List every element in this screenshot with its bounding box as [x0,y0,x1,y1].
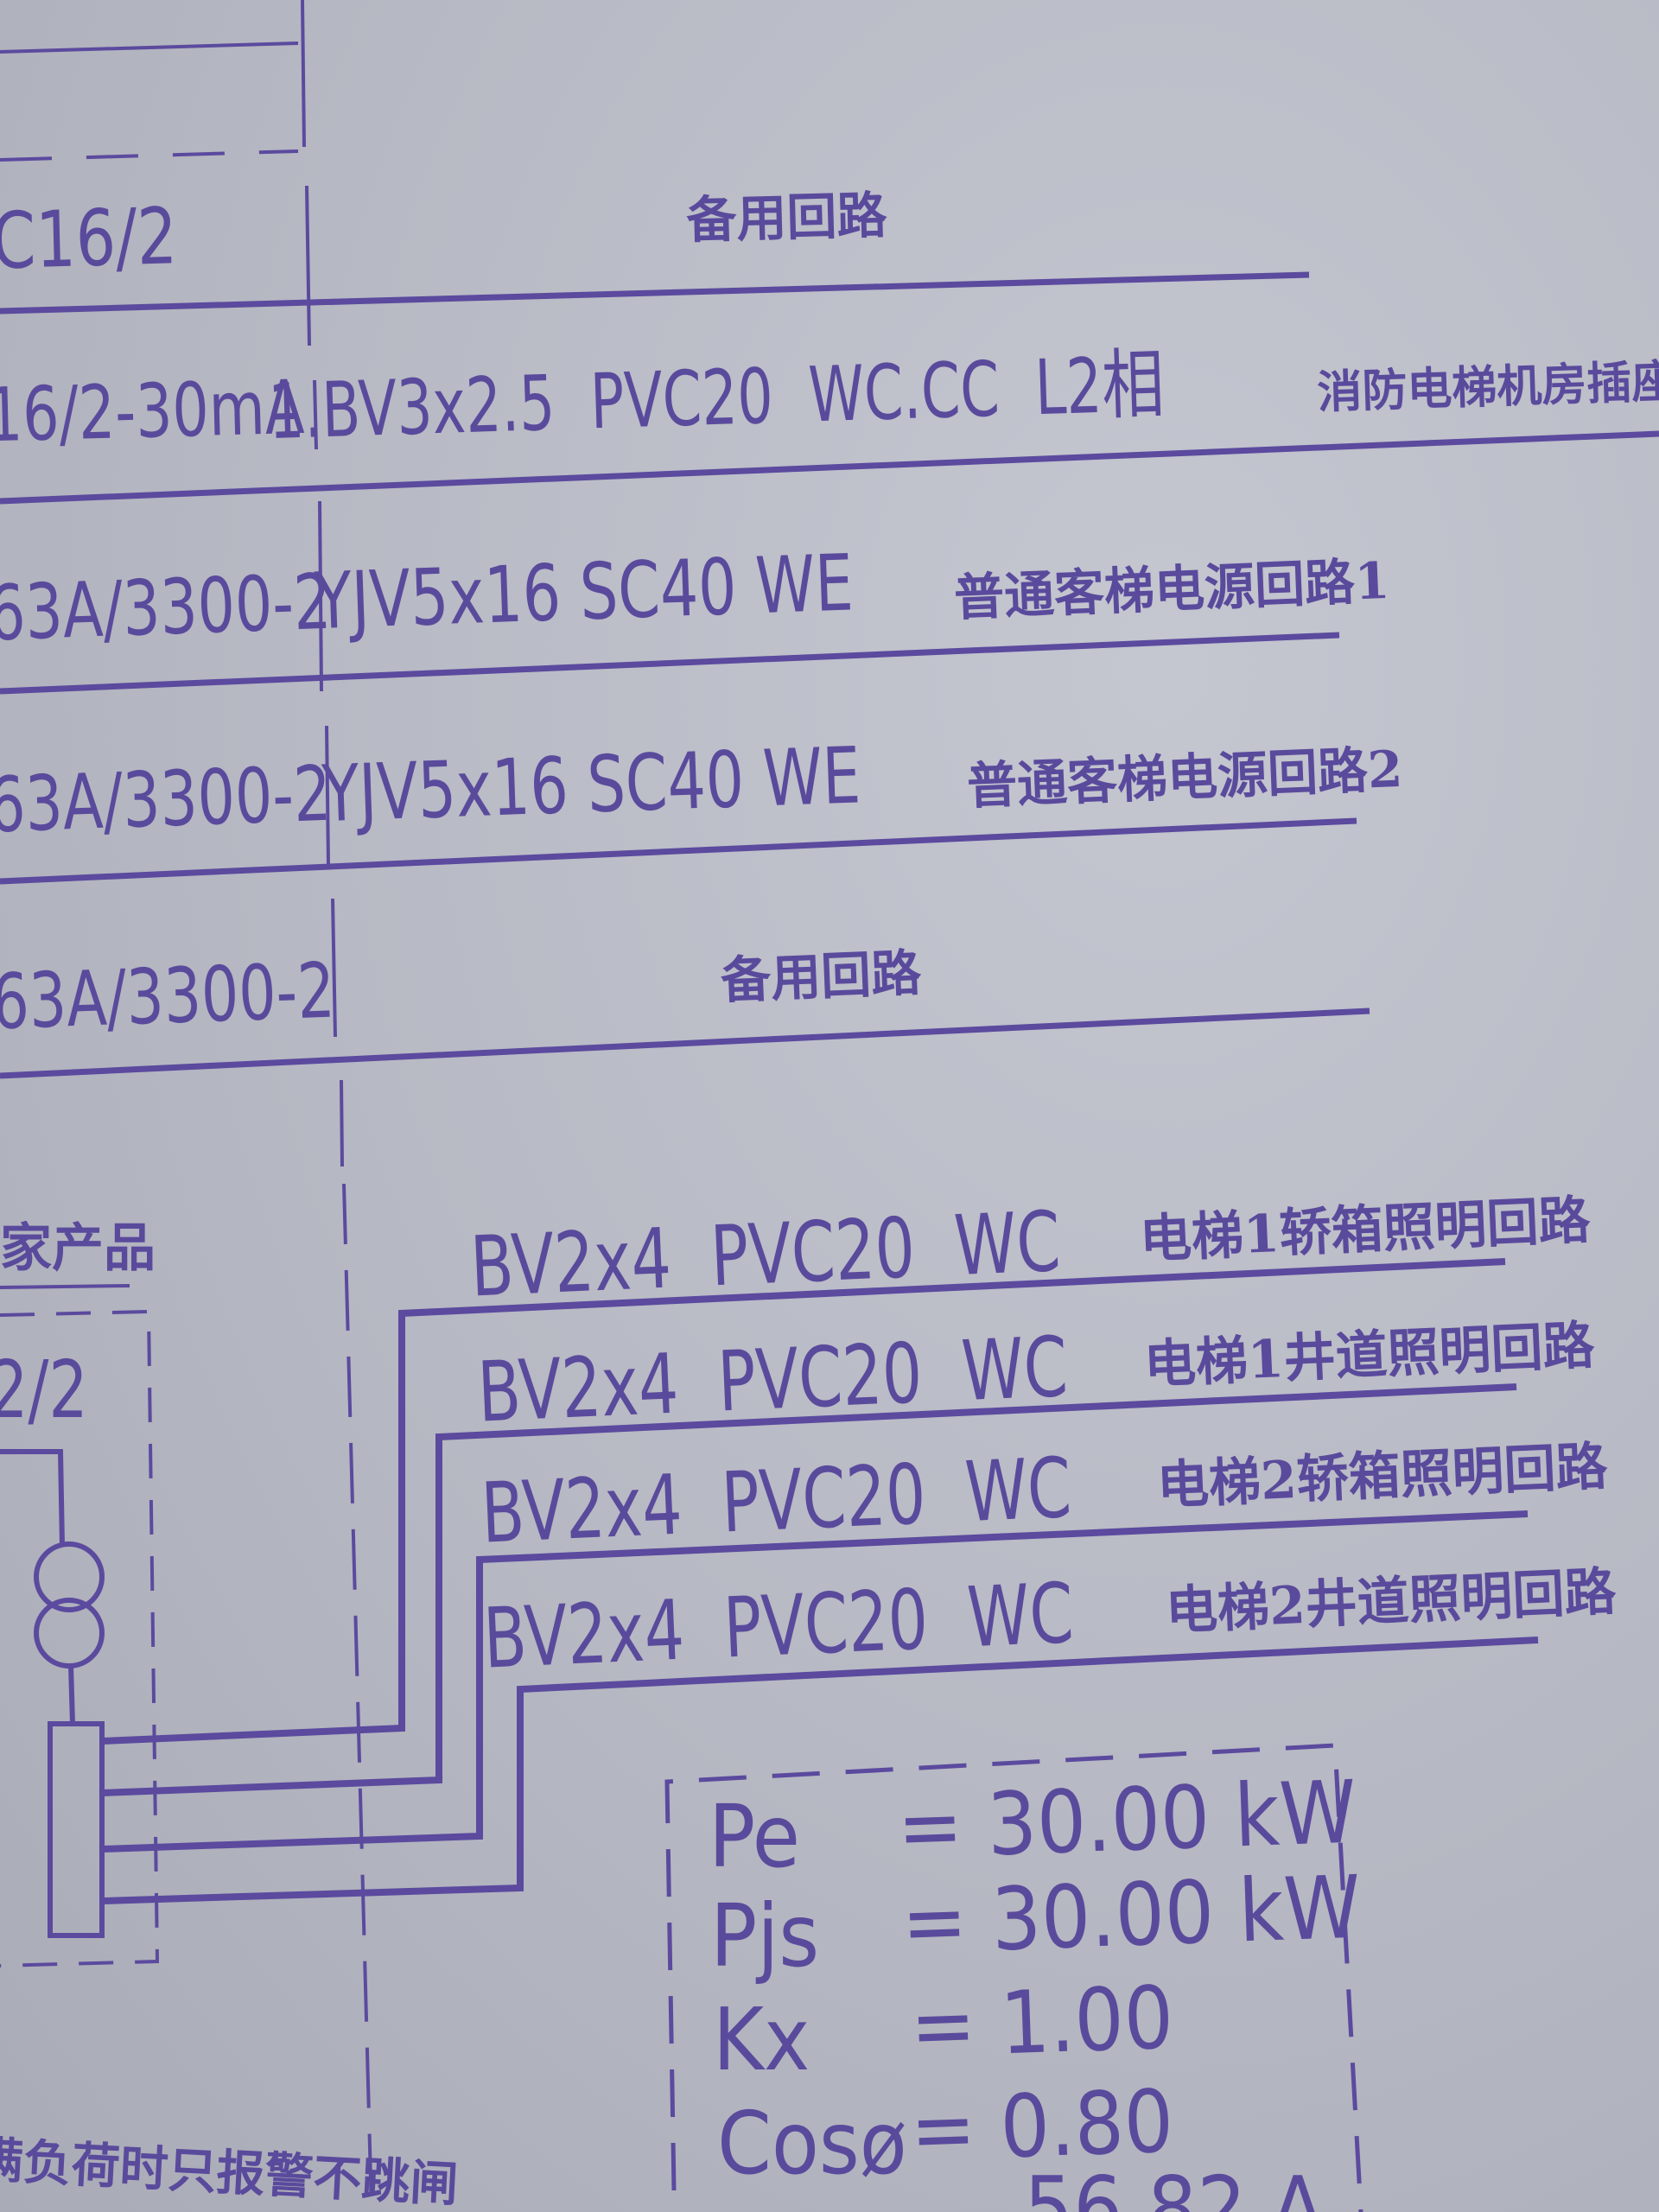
load-row-pjs: Pjs = 30.00 kW [710,1857,1363,1986]
breaker-spec: 63A/3300-2 [0,558,333,658]
load-value: = 0.80 [909,2070,1175,2181]
circuit-row-4: 63A/3300-2 备用回路 [0,944,923,1047]
breaker-spec: 63A/3300-2 [0,750,333,850]
circuit-row-0: C16/2 备用回路 [0,186,888,288]
load-row-pe: Pe = 30.00 kW [709,1762,1358,1887]
lighting-transformer-block: 家产品 2/2 满负荷时只报警不跳闸 [0,1218,460,2212]
load-symbol: Cosø [717,2093,907,2194]
cable-spec: BV2x4 PVC20 WC [480,1440,1073,1561]
cable-spec: YJV5x16 SC40 WE [320,730,861,840]
load-summary-box: Pe = 30.00 kW Pjs = 30.00 kW Kx = 1.00 C… [664,1743,1363,2212]
lighting-circuit-2: BV2x4 PVC20 WC 电梯2轿箱照明回路 [480,1436,1610,1561]
breaker-column-divider [301,0,344,1167]
load-value: = 1.00 [909,1967,1175,2077]
circuit-label: 消防电梯机房插座回路 [1316,353,1659,419]
circuit-label: 电梯2井道照明回路 [1165,1561,1618,1642]
block-note: 满负荷时只报警不跳闸 [0,2132,460,2212]
circuit-row-3: 63A/3300-2 YJV5x16 SC40 WE 普通客梯电源回路2 [0,730,1404,850]
circuit-label: 电梯1井道照明回路 [1143,1315,1597,1395]
block-title: 家产品 [0,1218,156,1279]
block-rating: 2/2 [0,1344,88,1436]
circuit-row-1: 16/2-30mA 1.BV3x2.5 PVC20 WC.CC L2相 消防电梯… [0,340,1659,459]
circuit-label: 备用回路 [720,944,924,1010]
circuit-label: 普通客梯电源回路2 [966,740,1404,816]
lighting-feeders [101,1258,1539,1904]
load-row-kx: Kx = 1.00 [713,1967,1175,2090]
transformer-coil-top [34,1541,105,1612]
lighting-circuit-3: BV2x4 PVC20 WC 电梯2井道照明回路 [481,1561,1618,1687]
breaker-spec: 63A/3300-2 [0,947,336,1047]
bus-bar [48,1721,105,1938]
breaker-spec: 16/2-30mA [0,364,305,458]
cable-spec: BV2x4 PVC20 WC [468,1193,1062,1315]
load-symbol: Kx [713,1989,810,2090]
load-value: 56.82 A [1024,2158,1325,2212]
circuit-lines [0,271,1659,1079]
load-row-current: 56.82 A [1024,2158,1325,2212]
load-row-cos: Cosø = 0.80 [717,2070,1175,2194]
cable-spec: 1.BV3x2.5 PVC20 WC.CC L2相 [267,340,1166,456]
load-symbol: Pe [709,1786,800,1887]
lighting-circuit-0: BV2x4 PVC20 WC 电梯1轿箱照明回路 [468,1190,1592,1315]
cable-spec: BV2x4 PVC20 WC [476,1319,1070,1440]
circuit-label: 普通客梯电源回路1 [953,551,1391,627]
load-value: = 30.00 kW [896,1762,1358,1878]
cable-spec: YJV5x16 SC40 WE [313,537,855,647]
circuit-label: 备用回路 [686,186,889,250]
circuit-label: 电梯2轿箱照明回路 [1156,1436,1610,1516]
lower-dashed-divider [342,1183,373,2212]
transformer-coil-bottom [34,1598,105,1669]
load-value: = 30.00 kW [900,1857,1363,1974]
breaker-spec: C16/2 [0,192,178,287]
circuit-label: 电梯1轿箱照明回路 [1139,1190,1592,1270]
load-symbol: Pjs [710,1885,819,1986]
top-rule [0,41,299,162]
lighting-circuit-1: BV2x4 PVC20 WC 电梯1井道照明回路 [476,1315,1597,1440]
